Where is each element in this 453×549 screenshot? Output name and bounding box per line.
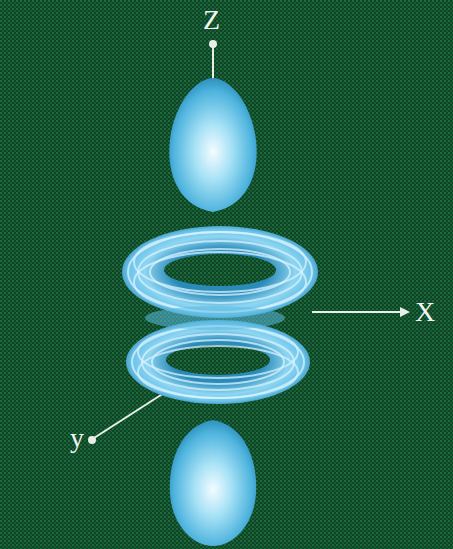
ring-waist bbox=[145, 306, 285, 330]
upper-torus bbox=[122, 226, 318, 318]
axes bbox=[89, 41, 410, 443]
upper-lobe bbox=[169, 78, 256, 212]
axis-label: y bbox=[70, 424, 84, 452]
lower-lobe bbox=[170, 420, 256, 546]
axis-label: X bbox=[415, 298, 435, 326]
axis-label: Z bbox=[203, 6, 220, 34]
lower-torus bbox=[126, 320, 310, 404]
